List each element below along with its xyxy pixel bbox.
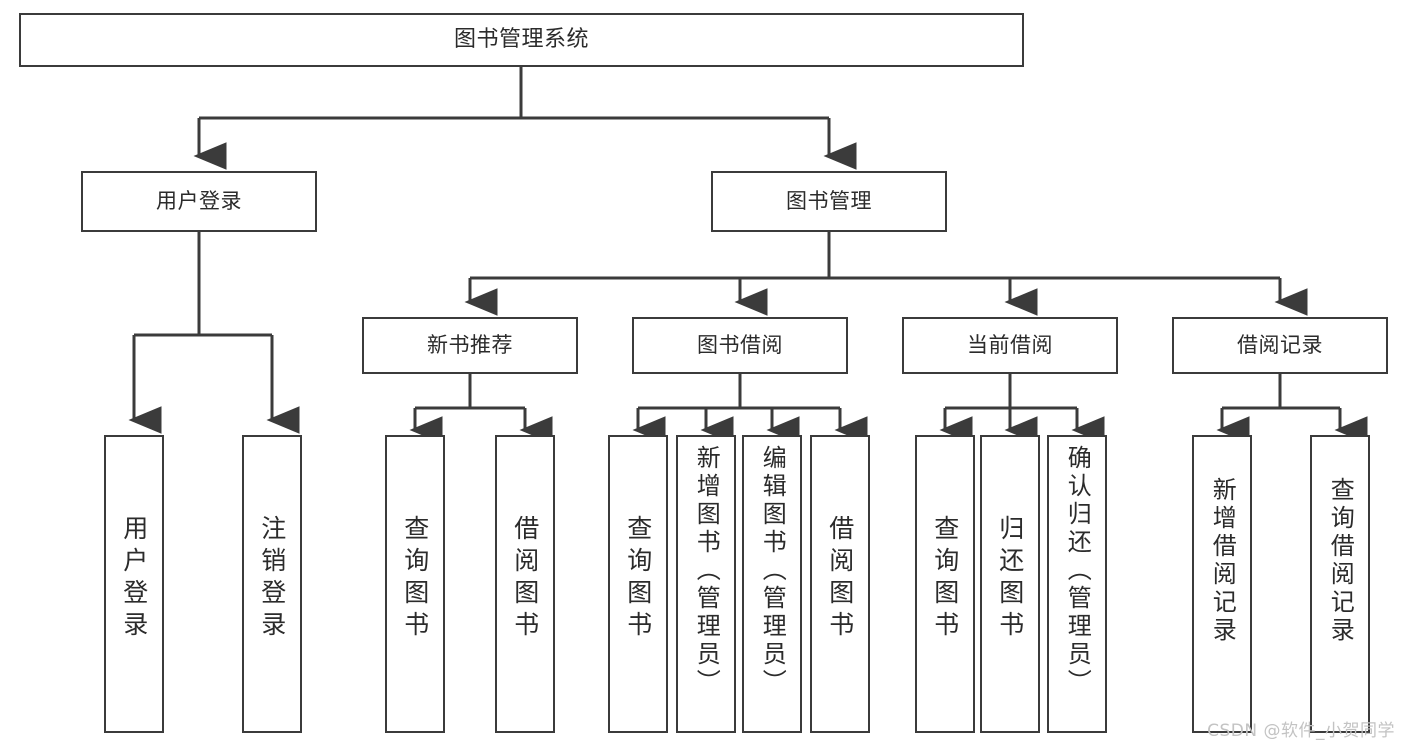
node-label: 新增图书（管理员） — [692, 445, 721, 697]
leaf-add-borrow-record[interactable]: 新增借阅记录 — [1192, 435, 1252, 733]
node-root-book-management-system[interactable]: 图书管理系统 — [19, 13, 1024, 67]
node-borrow-record[interactable]: 借阅记录 — [1172, 317, 1388, 374]
node-label: 借阅记录 — [1237, 333, 1323, 358]
node-label: 注销登录 — [257, 515, 287, 643]
node-label: 借阅图书 — [825, 515, 855, 643]
node-label: 归还图书 — [995, 515, 1025, 643]
node-label: 查询图书 — [623, 515, 653, 643]
node-current-borrow[interactable]: 当前借阅 — [902, 317, 1118, 374]
node-label: 图书借阅 — [697, 333, 783, 358]
leaf-confirm-return-admin[interactable]: 确认归还（管理员） — [1047, 435, 1107, 733]
leaf-edit-book-admin[interactable]: 编辑图书（管理员） — [742, 435, 802, 733]
leaf-user-logout[interactable]: 注销登录 — [242, 435, 302, 733]
leaf-query-borrow-record[interactable]: 查询借阅记录 — [1310, 435, 1370, 733]
leaf-query-book-borrow[interactable]: 查询图书 — [608, 435, 668, 733]
node-label: 新书推荐 — [427, 333, 513, 358]
node-label: 新增借阅记录 — [1208, 477, 1237, 645]
node-label: 借阅图书 — [510, 515, 540, 643]
node-label: 查询图书 — [930, 515, 960, 643]
node-label: 用户登录 — [119, 515, 149, 643]
leaf-user-login[interactable]: 用户登录 — [104, 435, 164, 733]
node-book-management[interactable]: 图书管理 — [711, 171, 947, 232]
node-label: 查询图书 — [400, 515, 430, 643]
node-label: 当前借阅 — [967, 333, 1053, 358]
node-label: 查询借阅记录 — [1326, 477, 1355, 645]
leaf-borrow-book-recommend[interactable]: 借阅图书 — [495, 435, 555, 733]
node-label: 确认归还（管理员） — [1063, 445, 1092, 697]
node-label: 用户登录 — [156, 189, 242, 214]
node-label: 图书管理系统 — [453, 27, 589, 53]
node-label: 编辑图书（管理员） — [758, 445, 787, 697]
leaf-add-book-admin[interactable]: 新增图书（管理员） — [676, 435, 736, 733]
leaf-query-book-recommend[interactable]: 查询图书 — [385, 435, 445, 733]
node-new-book-recommend[interactable]: 新书推荐 — [362, 317, 578, 374]
node-user-login[interactable]: 用户登录 — [81, 171, 317, 232]
leaf-query-book-current[interactable]: 查询图书 — [915, 435, 975, 733]
node-book-borrow[interactable]: 图书借阅 — [632, 317, 848, 374]
leaf-return-book[interactable]: 归还图书 — [980, 435, 1040, 733]
leaf-borrow-book[interactable]: 借阅图书 — [810, 435, 870, 733]
csdn-watermark: CSDN @软件_小贺同学 — [1207, 721, 1395, 741]
node-label: 图书管理 — [786, 189, 872, 214]
